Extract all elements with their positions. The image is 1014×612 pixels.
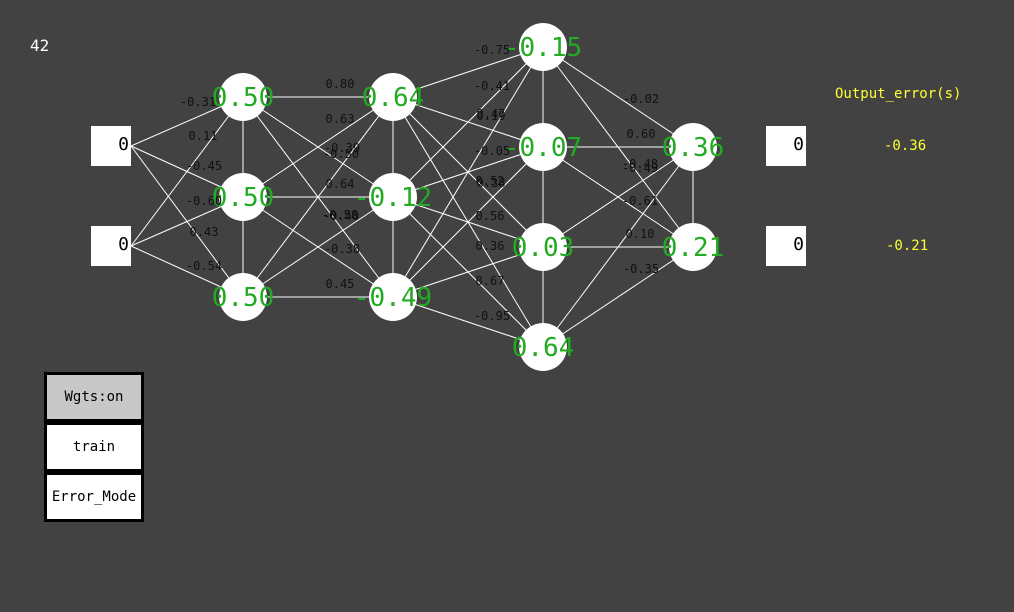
- edge-l0n2-l1n1: [242, 196, 394, 298]
- edge-l2n3-l3n1: [542, 246, 694, 348]
- weight-label: 0.60: [627, 127, 656, 141]
- node-l1-n1: [369, 173, 417, 221]
- node-l2-n0: [519, 23, 567, 71]
- node-l0-n2: [219, 273, 267, 321]
- weight-label: -0.40: [323, 209, 359, 223]
- weight-label: -0.02: [623, 92, 659, 106]
- weight-label: -0.45: [186, 159, 222, 173]
- weight-label: 0.36: [476, 239, 505, 253]
- iteration-counter: 42: [30, 36, 50, 55]
- weight-label: -0.41: [474, 79, 510, 93]
- weight-label: 0.38: [477, 176, 506, 190]
- edge-l2n3-l3n0: [542, 146, 694, 348]
- weight-label: -0.35: [623, 262, 659, 276]
- node-value-l0-n2: 0.50: [212, 283, 275, 313]
- weight-label: -0.31: [180, 95, 216, 109]
- train-button[interactable]: train: [47, 425, 141, 469]
- node-value-l1-n0: 0.64: [362, 83, 425, 113]
- edge-l2n0-l3n0: [542, 46, 694, 148]
- weight-label: 0.56: [476, 209, 505, 223]
- node-l2-n3: [519, 323, 567, 371]
- node-value-l2-n2: 0.03: [512, 233, 575, 263]
- weight-label: -0.61: [622, 194, 658, 208]
- weights-toggle-button[interactable]: Wgts:on: [47, 375, 141, 419]
- node-value-l1-n2: -0.49: [354, 283, 432, 313]
- output-error-value-2: -0.21: [886, 238, 929, 254]
- node-value-l0-n0: 0.50: [212, 83, 275, 113]
- node-value-l0-n1: 0.50: [212, 183, 275, 213]
- error-mode-button[interactable]: Error_Mode: [47, 475, 141, 519]
- weight-label: 0.11: [189, 129, 218, 143]
- weight-label: -0.60: [186, 194, 222, 208]
- node-value-l2-n0: -0.15: [504, 33, 582, 63]
- node-l3-n1: [669, 223, 717, 271]
- weight-label: -0.58: [322, 208, 358, 222]
- node-l0-n1: [219, 173, 267, 221]
- weight-label: 0.45: [326, 277, 355, 291]
- edge-in1-h0n0: [130, 96, 244, 247]
- edge-l1n2-l2n2: [392, 246, 544, 298]
- edge-l1n1-l2n0: [392, 46, 544, 198]
- weight-label: -0.49: [622, 161, 658, 175]
- weight-label: -0.95: [474, 309, 510, 323]
- node-l2-n1: [519, 123, 567, 171]
- node-value-l2-n1: -0.07: [504, 133, 582, 163]
- node-l0-n0: [219, 73, 267, 121]
- edge-l0n2-l1n0: [242, 96, 394, 298]
- weight-label: -0.75: [474, 43, 510, 57]
- output-error-title: Output_error(s): [835, 86, 962, 102]
- weight-label: 0.63: [326, 112, 355, 126]
- weight-label: 0.43: [190, 225, 219, 239]
- node-l3-n0: [669, 123, 717, 171]
- weight-label: -0.05: [474, 144, 510, 158]
- edge-l1n2-l2n1: [392, 146, 544, 298]
- weight-label: -0.50: [323, 147, 359, 161]
- edge-l1n0-l2n0: [392, 46, 544, 98]
- weight-label: -0.38: [324, 242, 360, 256]
- weight-label: -0.54: [186, 259, 222, 273]
- edge-l1n2-l2n3: [392, 296, 544, 348]
- weight-label: 0.67: [476, 274, 505, 288]
- weight-label: -0.48: [622, 157, 658, 171]
- node-l2-n2: [519, 223, 567, 271]
- node-value-l3-n0: 0.36: [662, 133, 725, 163]
- edge-l0n1-l1n0: [242, 96, 394, 198]
- input-field-1[interactable]: 0: [91, 126, 131, 166]
- node-l1-n2: [369, 273, 417, 321]
- weight-label: -0.39: [324, 141, 360, 155]
- weight-label: 0.80: [326, 77, 355, 91]
- weight-label: 0.52: [476, 174, 505, 188]
- weight-label: 0.47: [477, 107, 506, 121]
- weight-label: 0.64: [326, 177, 355, 191]
- node-l1-n0: [369, 73, 417, 121]
- weight-label: 0.19: [477, 109, 506, 123]
- node-value-l3-n1: 0.21: [662, 233, 725, 263]
- output-error-value-1: -0.36: [884, 138, 927, 154]
- edge-l1n2-l2n0: [392, 46, 544, 298]
- control-panel: Wgts:on train Error_Mode: [44, 372, 144, 522]
- edge-l2n2-l3n0: [542, 146, 694, 248]
- output-field-2[interactable]: 0: [766, 226, 806, 266]
- weight-label: 0.10: [626, 227, 655, 241]
- input-field-2[interactable]: 0: [91, 226, 131, 266]
- node-value-l2-n3: 0.64: [512, 333, 575, 363]
- output-field-1[interactable]: 0: [766, 126, 806, 166]
- node-value-l1-n1: -0.12: [354, 183, 432, 213]
